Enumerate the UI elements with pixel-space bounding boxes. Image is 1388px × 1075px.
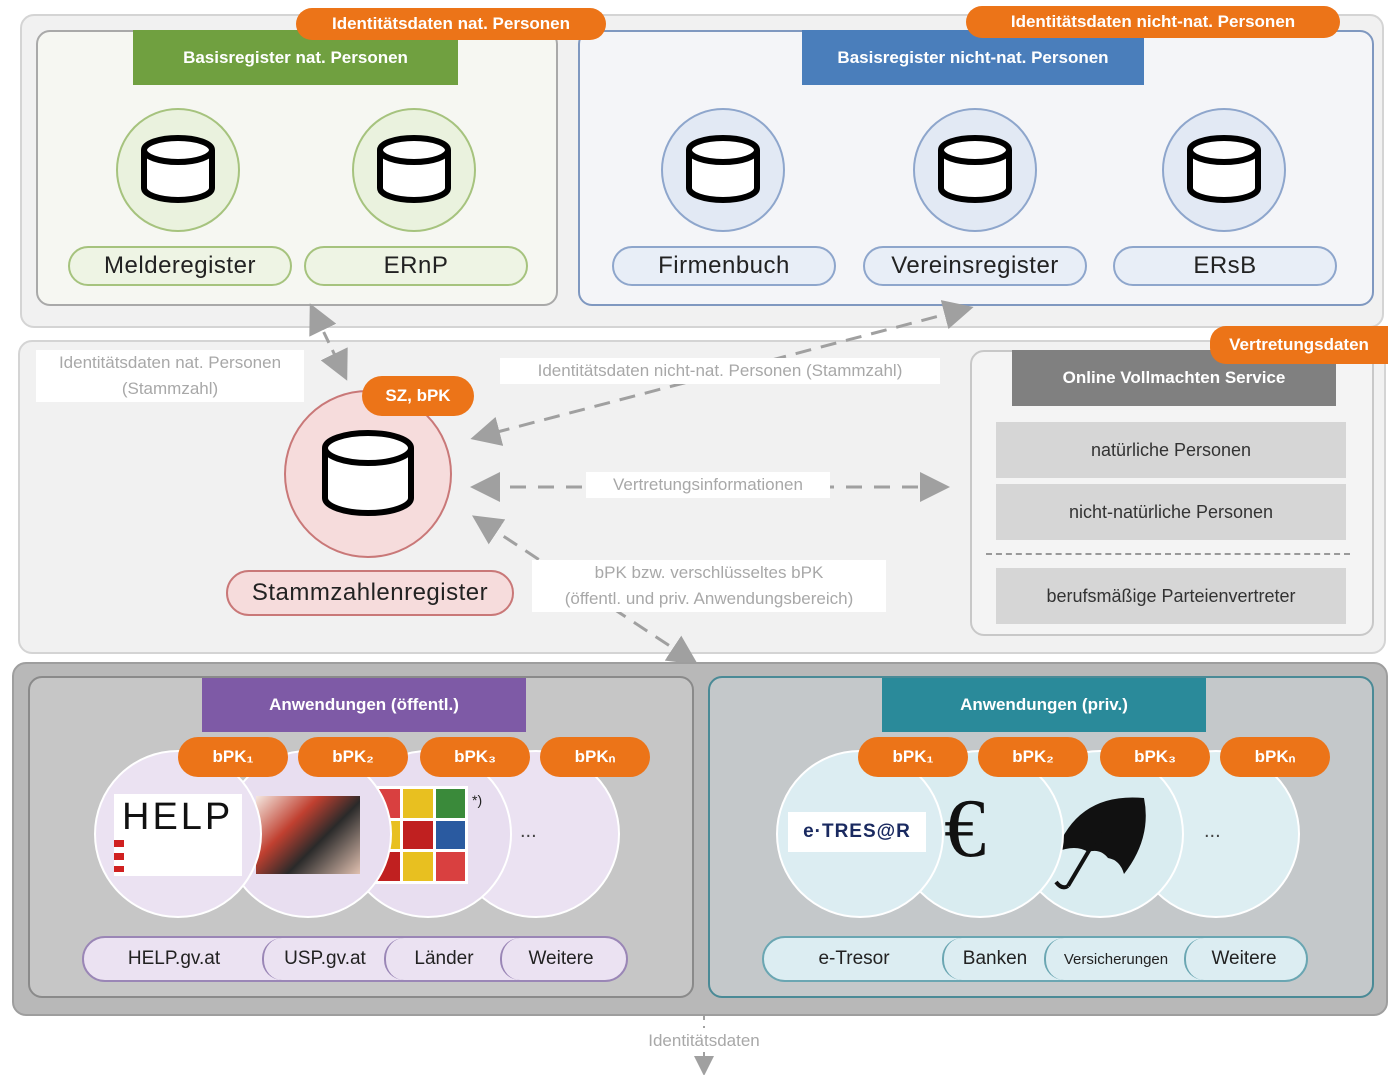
representation-tag: Vertretungsdaten (1210, 326, 1388, 364)
coat-of-arms-icon (403, 852, 433, 881)
nat-identity-tag: Identitätsdaten nat. Personen (296, 8, 606, 40)
nonnat-register-header: Basisregister nicht-nat. Personen (802, 30, 1144, 85)
public-bpk-n: bPKₙ (540, 737, 650, 777)
public-bpk-2: bPK₂ (298, 737, 408, 777)
private-apps-header: Anwendungen (priv.) (882, 678, 1206, 732)
database-icon (377, 135, 451, 203)
app-circle-usp (224, 750, 392, 918)
label-usp-gv-at: USP.gv.at (262, 938, 386, 980)
firmenbuch-db-circle (661, 108, 785, 232)
umbrella-icon (1054, 797, 1146, 890)
melderegister-label: Melderegister (68, 246, 292, 286)
label-laender: Länder (384, 938, 502, 980)
bottom-identity-flow-label: Identitätsdaten (620, 1028, 788, 1052)
stammzahlenregister-db-circle (284, 390, 452, 558)
private-bpk-n: bPKₙ (1220, 737, 1330, 777)
etresor-logo-box: e·TRES@R (788, 812, 926, 852)
ovs-row-professional: berufsmäßige Parteienvertreter (996, 568, 1346, 624)
label-banken: Banken (942, 938, 1046, 980)
flow-nat-line2: (Stammzahl) (121, 379, 219, 398)
coat-of-arms-icon (403, 789, 433, 818)
ersb-db-circle (1162, 108, 1286, 232)
help-logo-text: HELP (122, 796, 234, 838)
ersb-label: ERsB (1113, 246, 1337, 286)
more-ellipsis-private: ... (1204, 820, 1221, 842)
public-apps-header: Anwendungen (öffentl.) (202, 678, 526, 732)
ovs-row-natural: natürliche Personen (996, 422, 1346, 478)
app-circle-etresor: e·TRES@R (776, 750, 944, 918)
flow-nonnat-identity-label: Identitätsdaten nicht-nat. Personen (Sta… (500, 358, 940, 384)
usp-logo-image (256, 796, 360, 874)
coat-of-arms-icon (435, 789, 465, 818)
flow-bpk-line2: (öffentl. und priv. Anwendungsbereich) (564, 589, 854, 608)
more-ellipsis: ... (520, 820, 537, 842)
database-icon (686, 135, 760, 203)
nonnat-identity-tag: Identitätsdaten nicht-nat. Personen (966, 6, 1340, 38)
nat-register-header: Basisregister nat. Personen (133, 30, 458, 85)
public-labels-bar (82, 936, 628, 982)
app-circle-help: HELP (94, 750, 262, 918)
stammzahlenregister-label: Stammzahlenregister (226, 570, 514, 616)
database-icon (322, 430, 414, 516)
label-weitere-private: Weitere (1184, 938, 1302, 980)
coat-of-arms-icon (403, 820, 433, 850)
help-logo-box: HELP (114, 794, 242, 876)
sz-bpk-tag: SZ, bPK (362, 376, 474, 416)
ernp-db-circle (352, 108, 476, 232)
euro-icon: € (944, 782, 986, 875)
ernp-label: ERnP (304, 246, 528, 286)
firmenbuch-label: Firmenbuch (612, 246, 836, 286)
vereinsregister-db-circle (913, 108, 1037, 232)
public-bpk-3: bPK₃ (420, 737, 530, 777)
laender-footnote: *) (472, 792, 483, 808)
ovs-row-nonnatural: nicht-natürliche Personen (996, 484, 1346, 540)
database-icon (141, 135, 215, 203)
flow-bpk-label: bPK bzw. verschlüsseltes bPK (öffentl. u… (532, 560, 886, 612)
help-logo-red-marks (114, 840, 124, 872)
etresor-logo-text: e·TRES@R (803, 821, 911, 842)
flow-nat-line1: Identitätsdaten nat. Personen (58, 353, 282, 372)
melderegister-db-circle (116, 108, 240, 232)
ovs-divider (986, 553, 1350, 555)
label-versicherungen: Versicherungen (1044, 938, 1186, 980)
app-circle-insurance (1016, 750, 1184, 918)
flow-representation-label: Vertretungsinformationen (586, 472, 830, 498)
flow-nat-identity-label: Identitätsdaten nat. Personen (Stammzahl… (36, 350, 304, 402)
private-bpk-1: bPK₁ (858, 737, 968, 777)
label-weitere-public: Weitere (500, 938, 620, 980)
coat-of-arms-icon (435, 820, 465, 850)
label-help-gv-at: HELP.gv.at (127, 948, 221, 969)
flow-bpk-line1: bPK bzw. verschlüsseltes bPK (594, 563, 824, 582)
coat-of-arms-icon (435, 852, 465, 881)
database-icon (938, 135, 1012, 203)
private-bpk-2: bPK₂ (978, 737, 1088, 777)
database-icon (1187, 135, 1261, 203)
public-bpk-1: bPK₁ (178, 737, 288, 777)
private-bpk-3: bPK₃ (1100, 737, 1210, 777)
vereinsregister-label: Vereinsregister (863, 246, 1087, 286)
label-etresor: e-Tresor (818, 948, 890, 969)
